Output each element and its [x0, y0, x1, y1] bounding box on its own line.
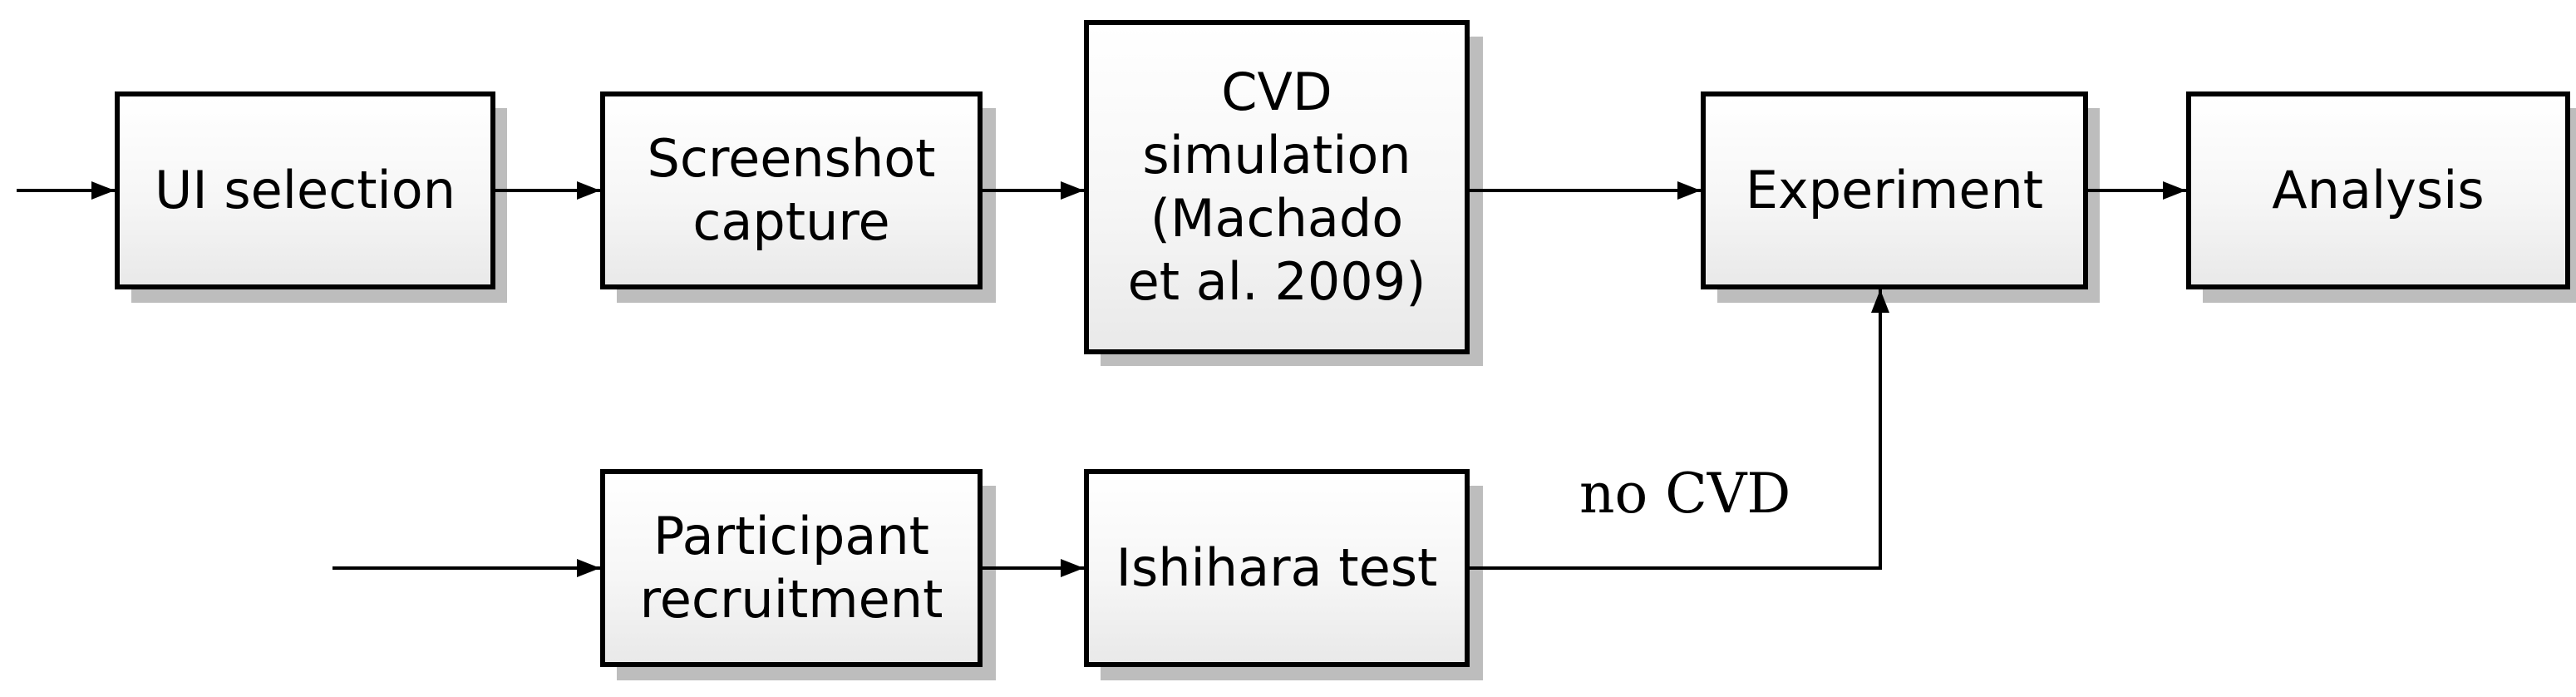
arrowhead [91, 181, 115, 200]
arrow-ishihara-to-experiment [1470, 289, 1882, 570]
experiment-box: Experiment [1701, 91, 2088, 289]
arrowhead [2163, 181, 2186, 200]
cvd-simulation-label: CVD simulation (Machado et al. 2009) [1127, 62, 1426, 312]
analysis-label: Analysis [2272, 160, 2485, 220]
experiment-label: Experiment [1745, 160, 2044, 220]
arrowhead [1677, 181, 1701, 200]
arrowhead [577, 181, 600, 200]
analysis-box: Analysis [2186, 91, 2570, 289]
cvd-simulation-box: CVD simulation (Machado et al. 2009) [1084, 20, 1470, 354]
participant-recruitment-label: Participant recruitment [639, 506, 943, 630]
arrowhead [1061, 181, 1084, 200]
ui-selection-box: UI selection [115, 91, 495, 289]
ui-selection-label: UI selection [154, 160, 456, 220]
arrowhead [1871, 289, 1889, 313]
screenshot-capture-box: Screenshot capture [600, 91, 983, 289]
arrowhead [577, 559, 600, 577]
ishihara-test-box: Ishihara test [1084, 469, 1470, 667]
arrowhead [1061, 559, 1084, 577]
participant-recruitment-box: Participant recruitment [600, 469, 983, 667]
ishihara-test-label: Ishihara test [1116, 537, 1438, 598]
screenshot-capture-label: Screenshot capture [647, 128, 936, 252]
no-cvd-edge-label: no CVD [1579, 462, 1791, 526]
